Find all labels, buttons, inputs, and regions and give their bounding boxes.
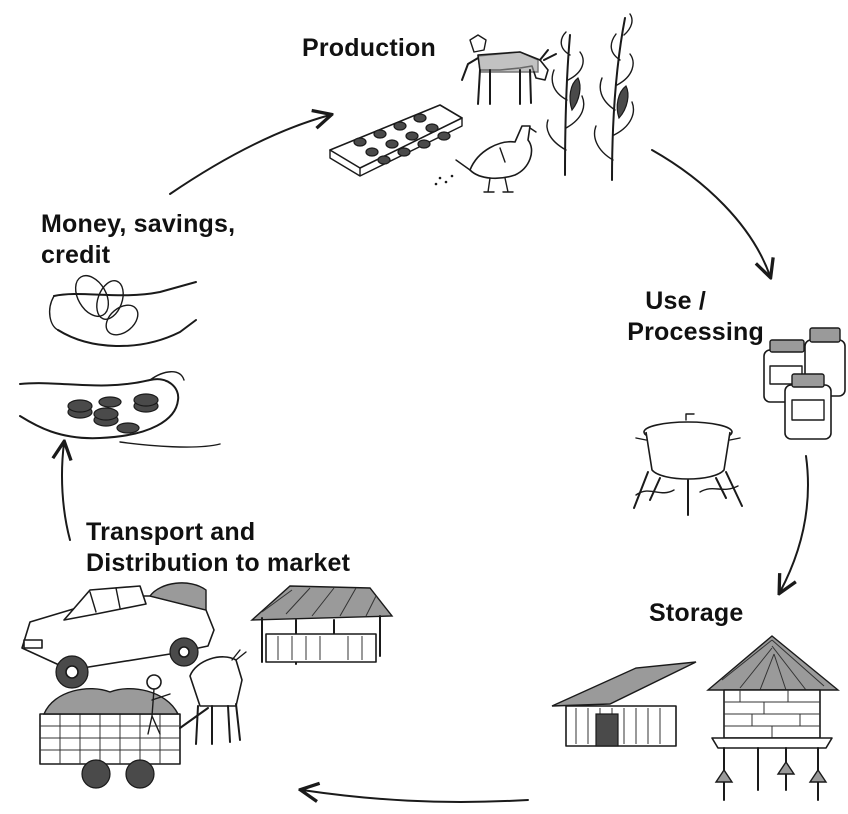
stage-label-transport: Transport and Distribution to market xyxy=(86,517,350,579)
stage-label-line: Money, savings, xyxy=(41,210,236,238)
pickup-truck-icon xyxy=(21,582,215,689)
jar-icon xyxy=(763,327,846,440)
cow-icon xyxy=(461,34,557,105)
stage-label-line: Distribution to market xyxy=(86,549,351,577)
maize-plant-icon xyxy=(546,13,635,181)
stage-label-storage: Storage xyxy=(649,599,744,627)
ox-cart-icon xyxy=(39,649,247,789)
stage-label-money: Money, savings, credit xyxy=(41,209,235,271)
coins-icon xyxy=(19,371,221,448)
arrow-storage-to-transport xyxy=(302,790,529,803)
stage-label-line: Transport and xyxy=(86,518,256,546)
stage-label-use-processing: Use / Processing xyxy=(604,286,764,348)
arrow-production-to-processing xyxy=(651,149,770,276)
open-hands-icon xyxy=(48,275,197,347)
stage-label-line: Processing xyxy=(627,318,764,346)
seedling-tray-icon xyxy=(329,104,463,177)
market-stall-icon xyxy=(250,585,394,665)
coin-stack xyxy=(67,393,159,434)
arrow-transport-to-money xyxy=(62,443,70,541)
arrow-money-to-production xyxy=(169,115,330,195)
arrow-processing-to-storage xyxy=(780,455,809,592)
granary-hut-icon xyxy=(551,661,697,747)
chicken-icon xyxy=(434,125,537,193)
raised-granary-icon xyxy=(706,635,840,801)
stage-label-line: Use / xyxy=(645,287,706,315)
stage-label-line: credit xyxy=(41,241,111,269)
stage-label-production: Production xyxy=(302,34,436,62)
cooking-pot-icon xyxy=(633,413,743,516)
